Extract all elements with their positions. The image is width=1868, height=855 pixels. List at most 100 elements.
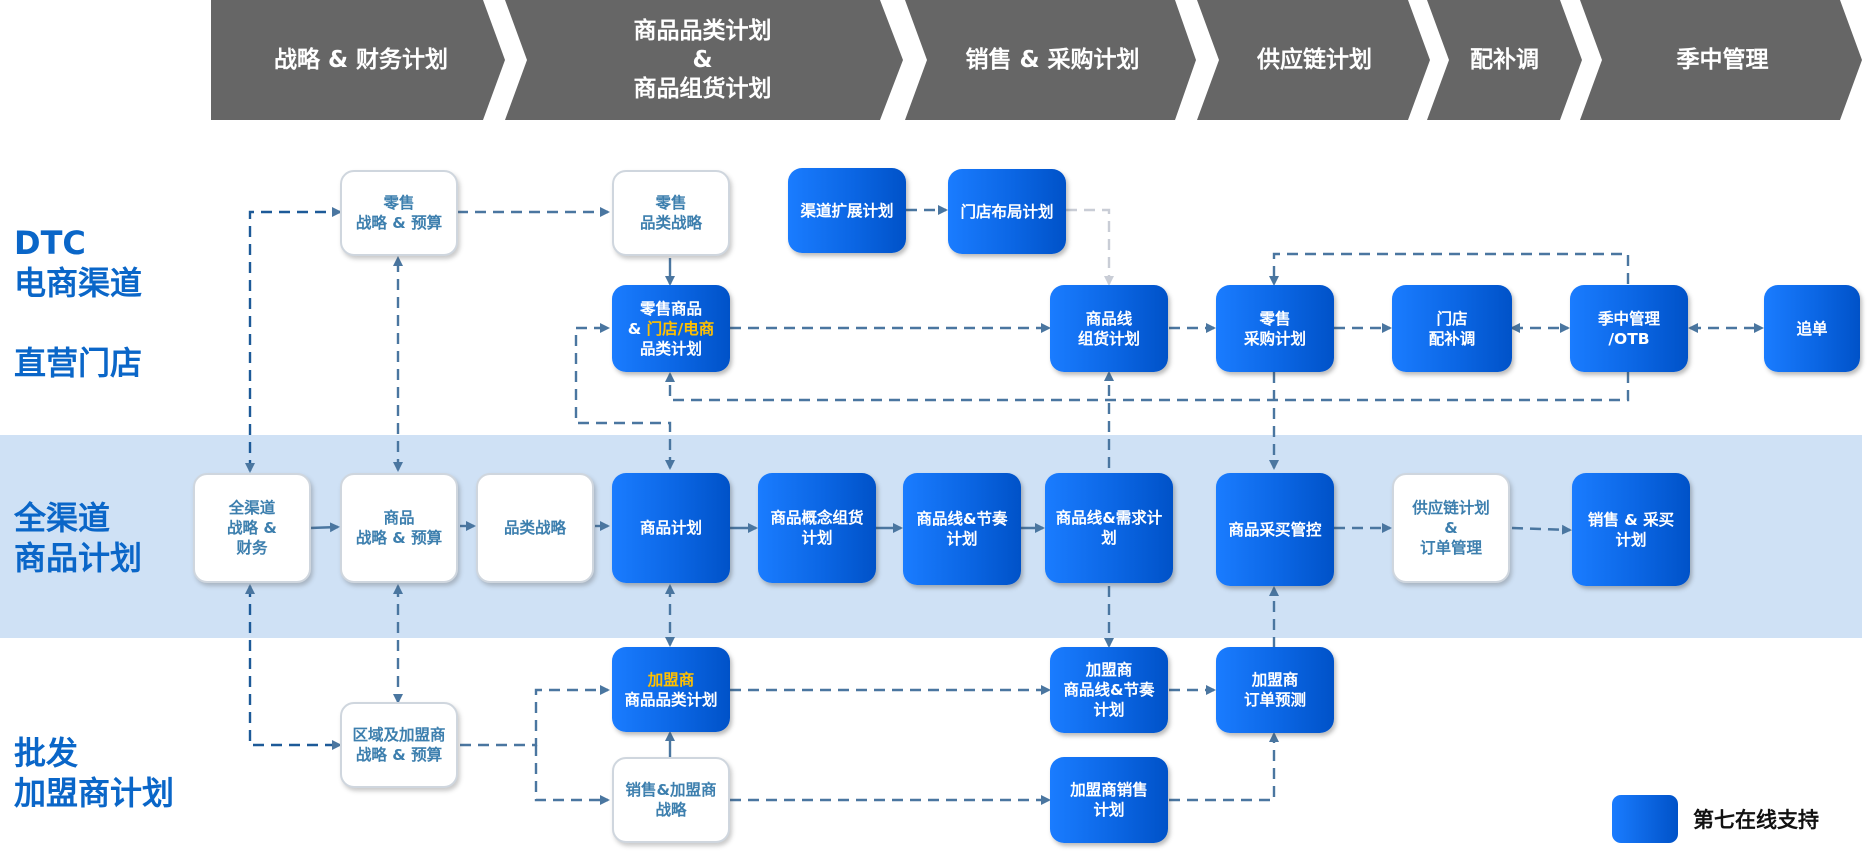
lane-label-omni: 全渠道 商品计划 bbox=[14, 499, 143, 577]
phase-label-replenish: 配补调 bbox=[1470, 46, 1539, 73]
connector-omni-to-region-strategy bbox=[245, 584, 342, 750]
node-line: 渠道扩展计划 bbox=[800, 201, 894, 220]
node-line: 计划 bbox=[946, 530, 978, 548]
phase-label-strategy: 战略 & 财务计划 bbox=[273, 46, 449, 73]
connector-sales-plan-to-forecast bbox=[1169, 732, 1279, 802]
node-supply-order-mgmt[interactable]: 供应链计划 & 订单管理 bbox=[1392, 473, 1510, 583]
legend-label: 第七在线支持 bbox=[1693, 808, 1819, 832]
node-line: 战略 & 预算 bbox=[355, 529, 443, 547]
node-line: 门店布局计划 bbox=[960, 202, 1054, 221]
node-line: /OTB bbox=[1608, 329, 1650, 348]
node-franchise-line-rhythm[interactable]: 加盟商商品线&节奏计划 bbox=[1050, 647, 1168, 733]
phase-label-category: 商品品类计划 & 商品组货计划 bbox=[633, 17, 772, 102]
node-line: 计划 bbox=[1615, 530, 1647, 549]
node-line: 销售 & 采买 bbox=[1587, 510, 1675, 529]
node-line: 零售 bbox=[655, 194, 687, 212]
node-retail-strategy-budget[interactable]: 零售战略 & 预算 bbox=[340, 170, 458, 256]
node-line: 采购计划 bbox=[1243, 329, 1306, 348]
node-channel-expansion-plan[interactable]: 渠道扩展计划 bbox=[788, 168, 906, 253]
node-line: 商品采买管控 bbox=[1228, 520, 1322, 539]
phase-label-inseason: 季中管理 bbox=[1676, 46, 1769, 73]
node-line: 销售&加盟商 bbox=[625, 781, 717, 799]
node-reorder[interactable]: 追单 bbox=[1764, 285, 1860, 372]
node-line: 战略 & bbox=[227, 519, 277, 537]
node-concept-assortment-plan[interactable]: 商品概念组货计划 bbox=[758, 473, 876, 583]
node-sales-purchase-plan[interactable]: 销售 & 采买计划 bbox=[1572, 473, 1690, 586]
node-line-rhythm-plan[interactable]: 商品线&节奏计划 bbox=[903, 473, 1021, 585]
node-line: 零售 bbox=[1259, 309, 1291, 328]
node-franchise-category-plan[interactable]: 加盟商商品品类计划 bbox=[612, 647, 730, 732]
node-highlight-text: 门店/电商 bbox=[646, 319, 715, 338]
node-line: 加盟商销售 bbox=[1070, 781, 1148, 799]
node-line: 战略 & 预算 bbox=[355, 214, 443, 232]
phase-chevron-supply bbox=[1197, 0, 1430, 120]
node-line: 商品线 bbox=[1085, 309, 1133, 328]
lane-label-wholesale: 批发 加盟商计划 bbox=[14, 734, 175, 812]
connector-omni-to-retail-strategy bbox=[245, 207, 342, 473]
node-line-demand-plan[interactable]: 商品线&需求计划 bbox=[1045, 473, 1173, 583]
node-line: 计划 bbox=[1093, 701, 1125, 719]
node-line: & bbox=[1444, 519, 1458, 537]
node-sales-franchise-strategy[interactable]: 销售&加盟商战略 bbox=[612, 757, 730, 843]
connector-layout-to-assortment bbox=[1066, 208, 1114, 286]
node-line: 品类战略 bbox=[639, 214, 702, 232]
node-line: 零售 bbox=[383, 194, 415, 212]
node-line: 商品计划 bbox=[639, 519, 702, 537]
node-line: 零售商品 bbox=[639, 299, 702, 318]
node-line: 配补调 bbox=[1428, 329, 1476, 348]
node-line: 计划 bbox=[1093, 801, 1125, 819]
node-line: 战略 bbox=[655, 801, 687, 819]
connector-product-plan-to-category-plan bbox=[574, 323, 675, 470]
node-inseason-otb[interactable]: 季中管理/OTB bbox=[1570, 285, 1688, 372]
node-region-franchise-strategy[interactable]: 区域及加盟商战略 & 预算 bbox=[340, 702, 458, 788]
node-franchise-sales-plan[interactable]: 加盟商销售计划 bbox=[1050, 757, 1168, 843]
node-store-layout-plan[interactable]: 门店布局计划 bbox=[948, 169, 1066, 254]
node-line: & bbox=[627, 319, 647, 338]
node-line: 划 bbox=[1101, 529, 1117, 547]
node-line: 商品线&节奏 bbox=[916, 510, 1008, 528]
node-omni-strategy-finance[interactable]: 全渠道战略 & 财务 bbox=[193, 473, 311, 583]
node-line: 全渠道 bbox=[228, 499, 276, 517]
node-product-line-assortment[interactable]: 商品线组货计划 bbox=[1050, 285, 1168, 372]
connector-inseason-to-category-plan-loop bbox=[665, 372, 1630, 402]
phase-chevron-sales bbox=[905, 0, 1196, 120]
node-retail-category-plan[interactable]: 零售商品 & 门店/电商 品类计划 bbox=[612, 285, 730, 372]
node-store-replenishment[interactable]: 门店配补调 bbox=[1392, 285, 1512, 372]
node-line: 品类战略 bbox=[503, 519, 566, 537]
node-line: 计划 bbox=[801, 529, 833, 547]
phase-label-sales: 销售 & 采购计划 bbox=[965, 46, 1140, 73]
node-line: 加盟商 bbox=[1085, 661, 1133, 679]
node-highlight-text: 加盟商 bbox=[647, 670, 695, 689]
node-line: 订单预测 bbox=[1243, 691, 1306, 709]
node-line: 加盟商 bbox=[1251, 671, 1299, 689]
node-line: 订单管理 bbox=[1419, 539, 1482, 557]
connector-region-to-franchise-category bbox=[460, 685, 610, 747]
node-line: 商品 bbox=[383, 509, 415, 527]
node-line: 商品线&节奏 bbox=[1063, 681, 1155, 699]
node-product-strategy-budget[interactable]: 商品战略 & 预算 bbox=[340, 473, 458, 583]
node-product-plan[interactable]: 商品计划 bbox=[612, 473, 730, 583]
lane-label-dtc: DTC 电商渠道 直营门店 bbox=[14, 224, 143, 382]
node-line: 商品品类计划 bbox=[624, 690, 718, 709]
node-line: 供应链计划 bbox=[1412, 499, 1490, 517]
node-category-strategy[interactable]: 品类战略 bbox=[476, 473, 594, 583]
node-purchase-control[interactable]: 商品采买管控 bbox=[1216, 473, 1334, 586]
node-line: 财务 bbox=[236, 539, 268, 557]
connector-omni-to-product-strategy bbox=[309, 522, 340, 533]
node-franchise-order-forecast[interactable]: 加盟商订单预测 bbox=[1216, 647, 1334, 733]
node-retail-purchase-plan[interactable]: 零售采购计划 bbox=[1216, 285, 1334, 372]
connector-region-to-sales-franchise bbox=[534, 745, 610, 805]
node-line: 区域及加盟商 bbox=[352, 726, 446, 744]
phase-label-supply: 供应链计划 bbox=[1257, 46, 1372, 73]
legend-swatch bbox=[1612, 795, 1678, 843]
node-line: 品类计划 bbox=[639, 339, 702, 358]
node-retail-category-strategy[interactable]: 零售品类战略 bbox=[612, 170, 730, 256]
phase-chevron-replenish bbox=[1427, 0, 1582, 120]
phase-chevron-category bbox=[505, 0, 903, 120]
node-line: 商品概念组货 bbox=[770, 509, 864, 527]
phase-chevron-strategy bbox=[211, 0, 505, 120]
node-line: 追单 bbox=[1796, 319, 1828, 338]
connector-supply-to-sales-plan bbox=[1511, 524, 1572, 535]
phase-chevron-inseason bbox=[1580, 0, 1862, 120]
